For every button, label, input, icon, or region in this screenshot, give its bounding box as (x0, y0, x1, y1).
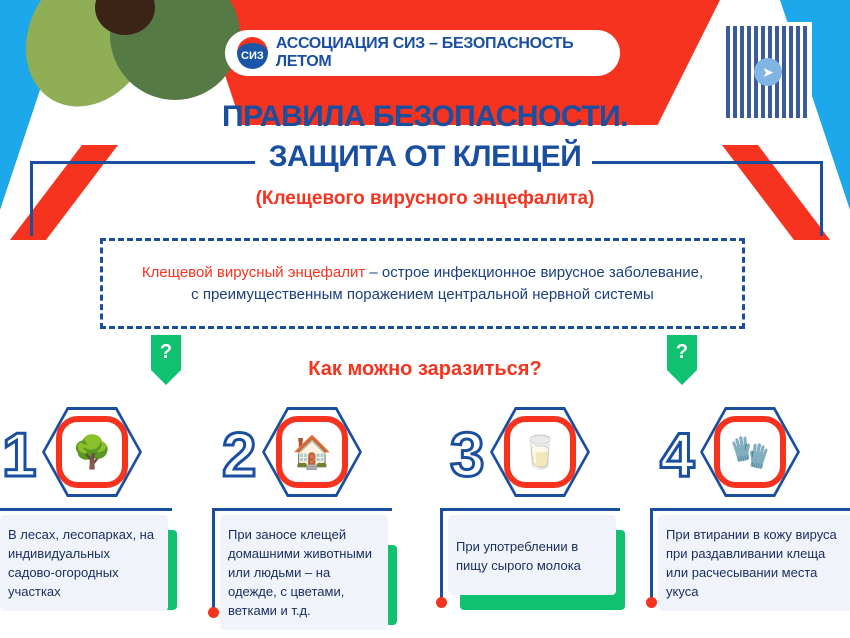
card-number: 4 (658, 420, 696, 492)
infection-card-2: 2 🏠 При заносе клещей домашними животным… (208, 405, 412, 630)
card-line (440, 508, 443, 603)
definition-text-line2: с преимущественным поражением центрально… (191, 285, 654, 303)
hexagon-badge: 🧤 (700, 407, 800, 497)
card-line (212, 508, 392, 511)
hexagon-badge: 🥛 (490, 407, 590, 497)
frame-line (592, 161, 823, 164)
glove-tick-icon: 🧤 (714, 416, 786, 488)
card-text: При втирании в кожу вируса при раздавлив… (658, 515, 850, 611)
card-line (650, 508, 653, 603)
cat-house-icon: 🏠 (276, 416, 348, 488)
frame-line (820, 161, 823, 236)
telegram-qr-code[interactable]: ➤ (722, 22, 812, 122)
hexagon-badge: 🏠 (262, 407, 362, 497)
dot-marker (646, 597, 657, 608)
milk-can-icon: 🥛 (504, 416, 576, 488)
banner-title: АССОЦИАЦИЯ СИЗ – БЕЗОПАСНОСТЬ ЛЕТОМ (275, 35, 574, 70)
card-line (212, 508, 215, 613)
dot-marker (208, 607, 219, 618)
page-title-line1: ПРАВИЛА БЕЗОПАСНОСТИ. (222, 100, 628, 133)
hexagon-badge: 🌳 (42, 407, 142, 497)
telegram-icon: ➤ (754, 58, 782, 86)
card-line (650, 508, 850, 511)
dot-marker (436, 597, 447, 608)
card-number: 3 (448, 420, 486, 492)
card-text: При заносе клещей домашними животными ил… (220, 515, 388, 630)
infection-card-1: 1 🌳 В лесах, лесопарках, на индивидуальн… (0, 405, 192, 615)
card-line (0, 508, 172, 511)
definition-box: Клещевой вирусный энцефалит – острое инф… (100, 238, 745, 329)
card-line (440, 508, 620, 511)
section-heading: Как можно заразиться? (308, 358, 542, 380)
siz-logo: СИЗ (237, 37, 268, 69)
page-subtitle: (Клещевого вирусного энцефалита) (255, 188, 595, 209)
definition-text: – острое инфекционное вирусное заболеван… (365, 263, 704, 281)
frame-line (30, 161, 255, 164)
trees-icon: 🌳 (56, 416, 128, 488)
card-text: В лесах, лесопарках, на индивидуальных с… (0, 515, 168, 611)
card-text: При употреблении в пищу сырого молока (448, 515, 616, 595)
frame-line (30, 161, 33, 236)
header-banner: СИЗ АССОЦИАЦИЯ СИЗ – БЕЗОПАСНОСТЬ ЛЕТОМ (225, 30, 620, 76)
infection-card-3: 3 🥛 При употреблении в пищу сырого молок… (436, 405, 640, 615)
infection-card-4: 4 🧤 При втирании в кожу вируса при разда… (646, 405, 850, 615)
card-number: 1 (0, 420, 38, 492)
page-title-line2: ЗАЩИТА ОТ КЛЕЩЕЙ (268, 140, 582, 173)
definition-term: Клещевой вирусный энцефалит (141, 263, 366, 281)
card-number: 2 (220, 420, 258, 492)
